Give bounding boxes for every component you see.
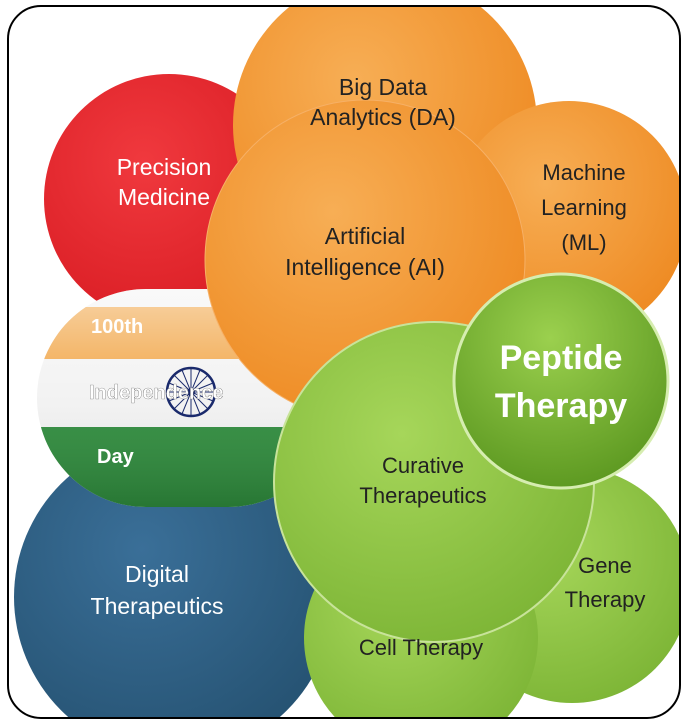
ashoka-chakra-icon [165, 366, 217, 418]
machine-learning-label-1: Machine [542, 160, 625, 185]
gene-therapy-label-1: Gene [578, 553, 632, 578]
machine-learning-label-3: (ML) [561, 230, 606, 255]
digital-therapeutics-label-1: Digital [125, 561, 189, 587]
peptide-therapy-circle [452, 272, 670, 490]
big-data-label-2: Analytics (DA) [310, 104, 456, 130]
diagram-frame: Precision Medicine Big Data Analytics (D… [7, 5, 681, 719]
cell-therapy-label: Cell Therapy [359, 635, 483, 660]
machine-learning-label-2: Learning [541, 195, 627, 220]
precision-medicine-label-2: Medicine [118, 184, 210, 210]
curative-therapeutics-label-1: Curative [382, 453, 464, 478]
gene-therapy-label-2: Therapy [565, 587, 646, 612]
pill-label-independence: Independence [89, 382, 223, 404]
peptide-therapy-label-1: Peptide [500, 339, 623, 377]
pill-label-day: Day [97, 446, 135, 468]
peptide-therapy-label-2: Therapy [495, 387, 627, 425]
digital-therapeutics-label-2: Therapeutics [91, 593, 224, 619]
precision-medicine-label-1: Precision [117, 154, 212, 180]
artificial-intelligence-label-2: Intelligence (AI) [285, 254, 445, 280]
pill-label-100th: 100th [91, 316, 143, 338]
big-data-label-1: Big Data [339, 74, 427, 100]
curative-therapeutics-label-2: Therapeutics [359, 483, 486, 508]
therapy-diagram: Precision Medicine Big Data Analytics (D… [14, 7, 679, 717]
artificial-intelligence-label-1: Artificial [325, 223, 406, 249]
digital-therapeutics-circle [14, 437, 334, 717]
